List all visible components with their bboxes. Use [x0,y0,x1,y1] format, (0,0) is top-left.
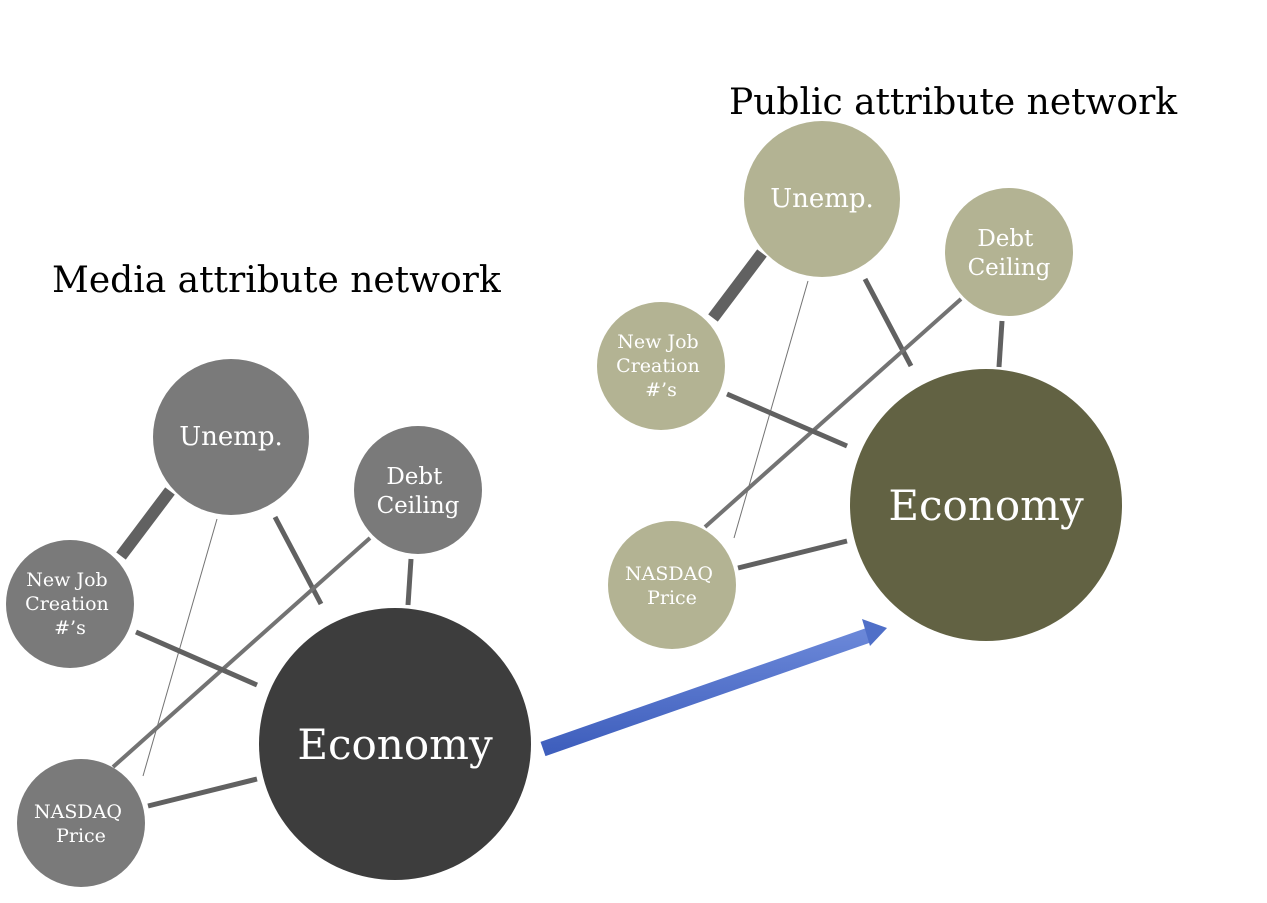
media-node-jobs: New Job Creation #’s [6,540,134,668]
media-edge-nasdaq-economy [147,776,258,809]
public-node-debt-circle [945,188,1073,316]
public-node-debt-label: Debt Ceiling [968,226,1051,281]
public-edge-debt-nasdaq [703,297,963,529]
public-node-unemp: Unemp. [744,121,900,277]
public-edge-debt-economy [996,320,1005,368]
media-node-economy: Economy [259,608,531,880]
public-edges [703,249,1005,571]
media-node-economy-label: Economy [297,720,493,769]
public-edge-unemp-economy [862,277,914,368]
media-edge-debt-nasdaq [111,536,372,769]
media-node-unemp-circle [153,359,309,515]
media-node-unemp: Unemp. [153,359,309,515]
public-node-economy: Economy [850,369,1122,641]
media-node-unemp-label: Unemp. [179,422,283,452]
public-edge-nasdaq-economy [737,538,848,571]
media-edge-debt-economy [405,558,414,606]
public-node-jobs-circle [597,302,725,430]
media-network: Media attribute network Unemp. Debt Ceil… [6,260,531,887]
public-node-jobs: New Job Creation #’s [597,302,725,430]
public-edge-unemp-jobs [708,249,767,322]
arrow-shaft [540,626,875,757]
media-node-economy-circle [259,608,531,880]
media-network-title: Media attribute network [52,260,502,301]
public-node-debt: Debt Ceiling [945,188,1073,316]
right-arrow-icon [540,619,887,757]
public-edge-unemp-nasdaq [733,280,809,539]
public-node-economy-circle [850,369,1122,641]
public-node-economy-label: Economy [888,481,1084,530]
media-edge-unemp-jobs [116,487,175,560]
media-edge-jobs-economy [134,629,259,688]
media-node-debt: Debt Ceiling [354,426,482,554]
media-node-nasdaq: NASDAQ Price [17,759,145,887]
public-node-unemp-label: Unemp. [770,184,874,214]
media-node-jobs-label: New Job Creation #’s [25,569,115,639]
media-edge-unemp-economy [272,515,324,606]
public-node-jobs-label: New Job Creation #’s [616,331,706,401]
media-edges [111,487,414,809]
media-node-jobs-circle [6,540,134,668]
public-network: Public attribute network Unemp. Debt Cei… [597,82,1178,649]
public-node-nasdaq: NASDAQ Price [608,521,736,649]
media-node-nasdaq-label: NASDAQ Price [34,801,128,847]
public-node-nasdaq-label: NASDAQ Price [625,563,719,609]
public-node-unemp-circle [744,121,900,277]
arrow-head [862,619,887,646]
media-node-debt-circle [354,426,482,554]
media-node-nasdaq-circle [17,759,145,887]
media-edge-unemp-nasdaq [142,518,218,777]
public-edge-jobs-economy [726,391,848,449]
public-node-nasdaq-circle [608,521,736,649]
public-network-title: Public attribute network [729,82,1178,123]
media-node-debt-label: Debt Ceiling [377,464,460,519]
